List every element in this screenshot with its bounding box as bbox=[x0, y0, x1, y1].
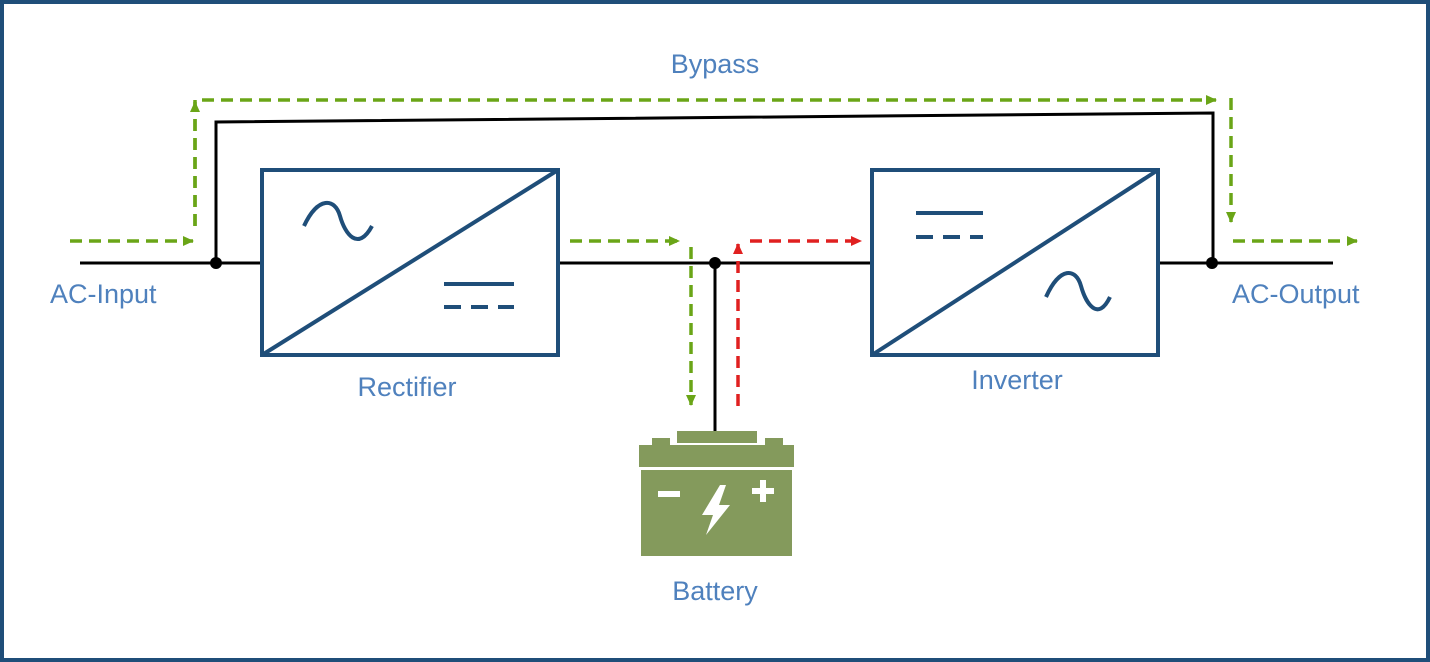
dc-lines-icon bbox=[444, 282, 514, 309]
inverter-label: Inverter bbox=[971, 365, 1063, 395]
battery-flow-arrows bbox=[733, 236, 862, 406]
rectifier-label: Rectifier bbox=[357, 372, 456, 402]
ac-output-label: AC-Output bbox=[1232, 279, 1360, 309]
inverter-block bbox=[870, 168, 1160, 357]
output-junction bbox=[1206, 257, 1218, 269]
battery-junction bbox=[709, 257, 721, 269]
ac-input-label: AC-Input bbox=[50, 279, 157, 309]
main-wiring bbox=[80, 111, 1333, 433]
bypass-label: Bypass bbox=[671, 49, 760, 79]
battery-label: Battery bbox=[672, 576, 758, 606]
normal-flow-arrows bbox=[70, 95, 1358, 406]
input-junction bbox=[210, 257, 222, 269]
dc-lines-icon bbox=[916, 211, 983, 239]
battery-icon bbox=[639, 431, 794, 556]
ac-sine-icon bbox=[1044, 271, 1112, 312]
ac-sine-icon bbox=[302, 200, 374, 241]
lightning-icon bbox=[702, 485, 730, 535]
rectifier-block bbox=[260, 168, 560, 357]
